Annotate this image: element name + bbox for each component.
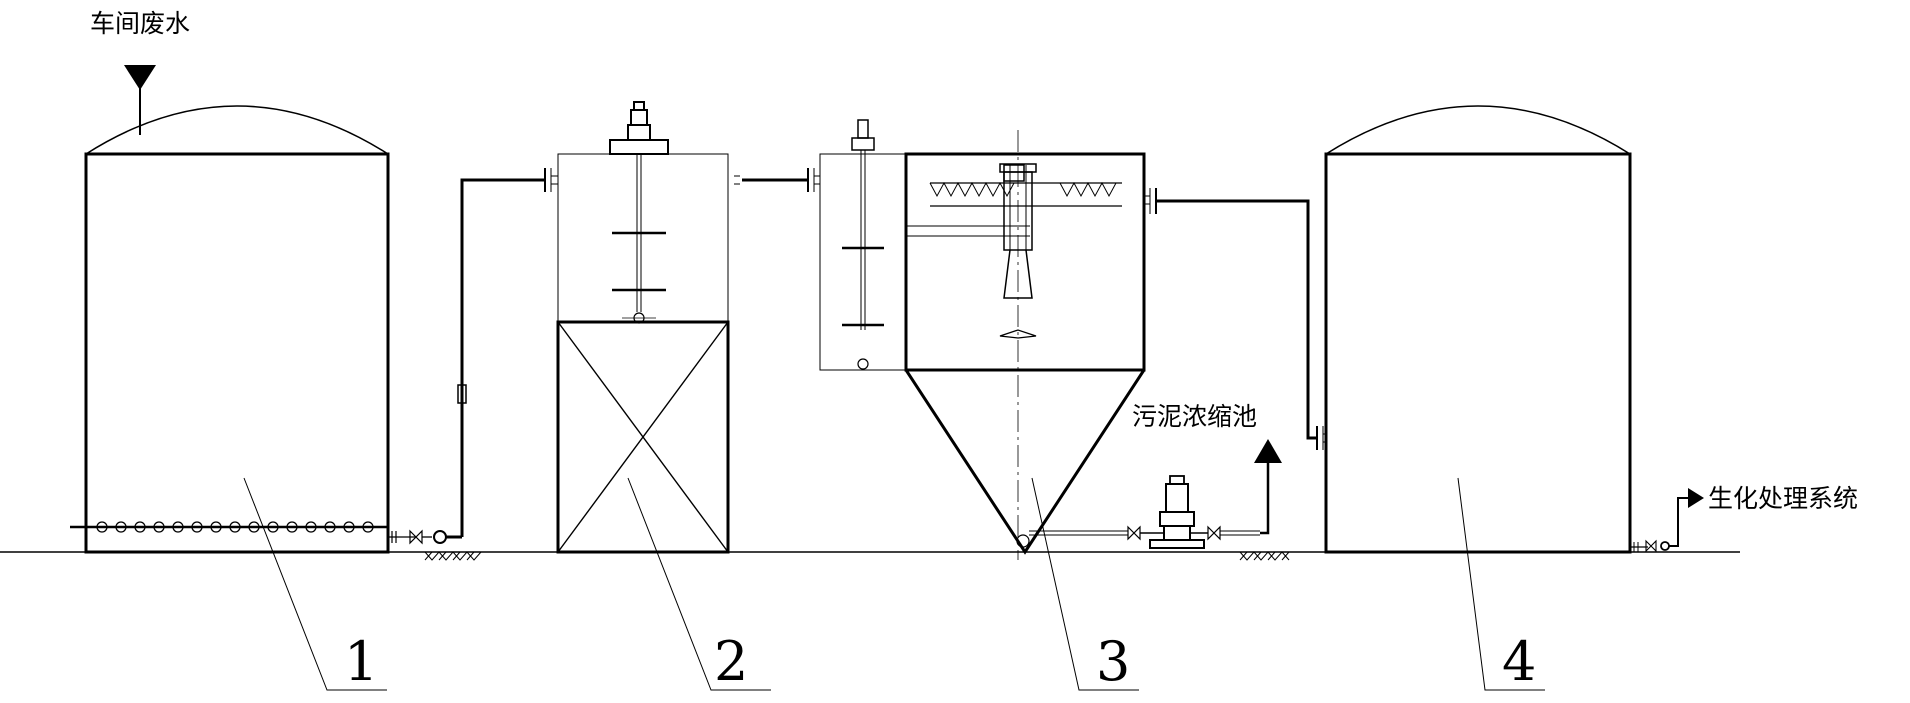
tank-4 — [1324, 105, 1632, 554]
valve-icon — [1645, 539, 1657, 553]
outlet-arrow-icon — [1688, 488, 1704, 508]
pipe-to-biochemical-system — [1630, 488, 1704, 553]
aeration-diffusers — [96, 521, 374, 533]
pump-icon — [433, 530, 447, 544]
inlet-arrow-icon — [124, 65, 156, 90]
callout-3: 3 — [1096, 630, 1130, 693]
weir-teeth — [929, 181, 1117, 198]
reaction-unit-2 — [556, 101, 730, 554]
callout-2: 2 — [714, 630, 748, 693]
ground-symbol — [1239, 551, 1290, 561]
valve-icon — [409, 529, 423, 545]
valve-icon — [1207, 525, 1221, 541]
callout-leaders — [243, 477, 1545, 691]
mixer-motor-icon — [857, 119, 869, 139]
ground-symbol — [424, 551, 482, 561]
pipe-to-sludge-thickener — [1207, 439, 1282, 541]
sludge-pump-icon — [1149, 475, 1208, 549]
clarifier-tank-3 — [904, 130, 1146, 560]
sludge-pipe — [1029, 525, 1150, 541]
mixer-blades — [612, 231, 666, 292]
sludge-arrow-icon — [1254, 439, 1282, 463]
sludge-thickener-label: 污泥浓缩池 — [1132, 402, 1257, 431]
mixer-motor-icon — [609, 101, 669, 155]
pump-icon — [1660, 541, 1670, 551]
callout-1: 1 — [344, 630, 378, 693]
pipe-reactor-to-mixer — [727, 168, 820, 192]
valve-icon — [1127, 525, 1141, 541]
pipe-tank1-to-reactor — [388, 168, 558, 545]
biochemical-system-label: 生化处理系统 — [1708, 484, 1858, 513]
callout-4: 4 — [1502, 630, 1536, 693]
flocculation-tank — [819, 119, 907, 371]
inlet-label: 车间废水 — [90, 9, 190, 38]
tank-1 — [70, 65, 390, 554]
flowmeter-icon — [457, 384, 467, 404]
pipe-clarifier-to-tank4 — [1144, 188, 1326, 450]
